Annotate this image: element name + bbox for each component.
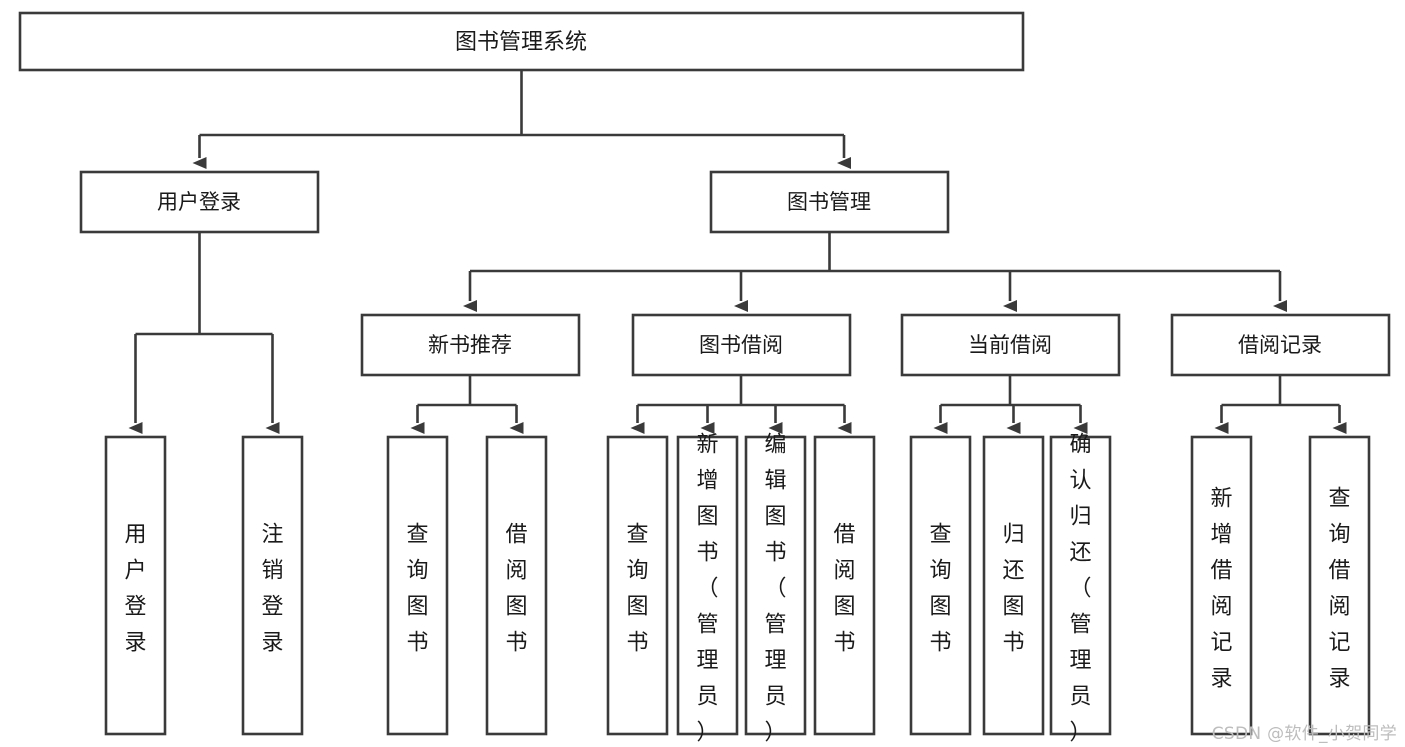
node-book-borrow-label: 图书借阅 [699, 333, 783, 357]
connector-borrow-record-to-leaves [1214, 375, 1347, 434]
connector-book-management-to-level3 [463, 232, 1287, 312]
node-new-book-recommend-label: 新书推荐 [428, 333, 512, 357]
node-borrow-record-box[interactable] [1170, 313, 1391, 377]
leaf-borrow-book-2-box[interactable] [813, 435, 876, 736]
leaf-query-record-box[interactable] [1308, 435, 1371, 736]
node-new-book-recommend-box[interactable] [360, 313, 581, 377]
node-book-borrow[interactable]: 图书借阅 [631, 313, 852, 377]
node-user-login-box[interactable] [79, 170, 320, 234]
leaf-edit-book-label: 编辑图书（管理员） [764, 433, 786, 746]
node-new-book-recommend[interactable]: 新书推荐 [360, 313, 581, 377]
node-book-borrow-box[interactable] [631, 313, 852, 377]
connector-new-book-recommend-to-leaves [410, 375, 524, 434]
connector-book-borrow-to-leaves [630, 375, 852, 434]
leaf-logout-label: 注销登录 [261, 523, 283, 656]
node-user-login-label: 用户登录 [157, 190, 241, 214]
node-root-box[interactable] [18, 11, 1025, 72]
leaf-query-record-label: 查询借阅记录 [1328, 487, 1350, 692]
leaf-query-book-3-label: 查询图书 [929, 523, 951, 656]
leaf-borrow-book-2-label: 借阅图书 [833, 523, 855, 656]
node-borrow-record[interactable]: 借阅记录 [1170, 313, 1391, 377]
leaf-query-book-2-label: 查询图书 [626, 523, 648, 656]
leaf-confirm-return-box[interactable] [1049, 435, 1112, 736]
node-borrow-record-label: 借阅记录 [1238, 333, 1322, 357]
node-book-management-box[interactable] [709, 170, 950, 234]
leaf-query-book-2-box[interactable] [606, 435, 669, 736]
leaf-logout-box[interactable] [241, 435, 304, 736]
leaf-query-book-1-label: 查询图书 [406, 523, 428, 656]
leaf-borrow-book-1-label: 借阅图书 [505, 523, 527, 656]
leaf-add-record-label: 新增借阅记录 [1210, 487, 1232, 692]
leaf-confirm-return-label: 确认归还（管理员） [1069, 433, 1091, 746]
leaf-user-login-label: 用户登录 [124, 523, 146, 656]
leaf-return-book-label: 归还图书 [1002, 523, 1024, 656]
node-root-label: 图书管理系统 [455, 30, 587, 55]
leaf-query-book-3-box[interactable] [909, 435, 972, 736]
connector-current-borrow-to-leaves [933, 375, 1088, 434]
leaf-borrow-book-1-box[interactable] [485, 435, 548, 736]
node-root[interactable]: 图书管理系统 [18, 11, 1025, 72]
node-book-management-label: 图书管理 [787, 190, 871, 214]
node-current-borrow-box[interactable] [900, 313, 1121, 377]
leaf-add-book-label: 新增图书（管理员） [696, 433, 718, 746]
node-current-borrow-label: 当前借阅 [968, 333, 1052, 357]
leaf-add-record-box[interactable] [1190, 435, 1253, 736]
leaf-query-book-1-box[interactable] [386, 435, 449, 736]
leaf-user-login-box[interactable] [104, 435, 167, 736]
leaf-return-book-box[interactable] [982, 435, 1045, 736]
leaf-label-layer: 用户登录 注销登录 查询图书 借阅图书 查询图书 新增图书（管理员） 编辑图书（… [124, 433, 1350, 746]
leaf-add-book-box[interactable] [676, 435, 739, 736]
leaf-edit-book-box[interactable] [744, 435, 807, 736]
csdn-watermark: CSDN @软件_小贺同学 [1211, 724, 1397, 744]
connector-layer [128, 70, 1347, 434]
connector-user-login-to-leaves [128, 232, 280, 434]
leaf-node-layer [104, 435, 1371, 736]
node-book-management[interactable]: 图书管理 [709, 170, 950, 234]
node-user-login[interactable]: 用户登录 [79, 170, 320, 234]
connector-root-to-level2 [192, 70, 851, 169]
node-layer: 图书管理系统 用户登录 图书管理 新书推荐 图书借阅 [18, 11, 1391, 746]
node-current-borrow[interactable]: 当前借阅 [900, 313, 1121, 377]
